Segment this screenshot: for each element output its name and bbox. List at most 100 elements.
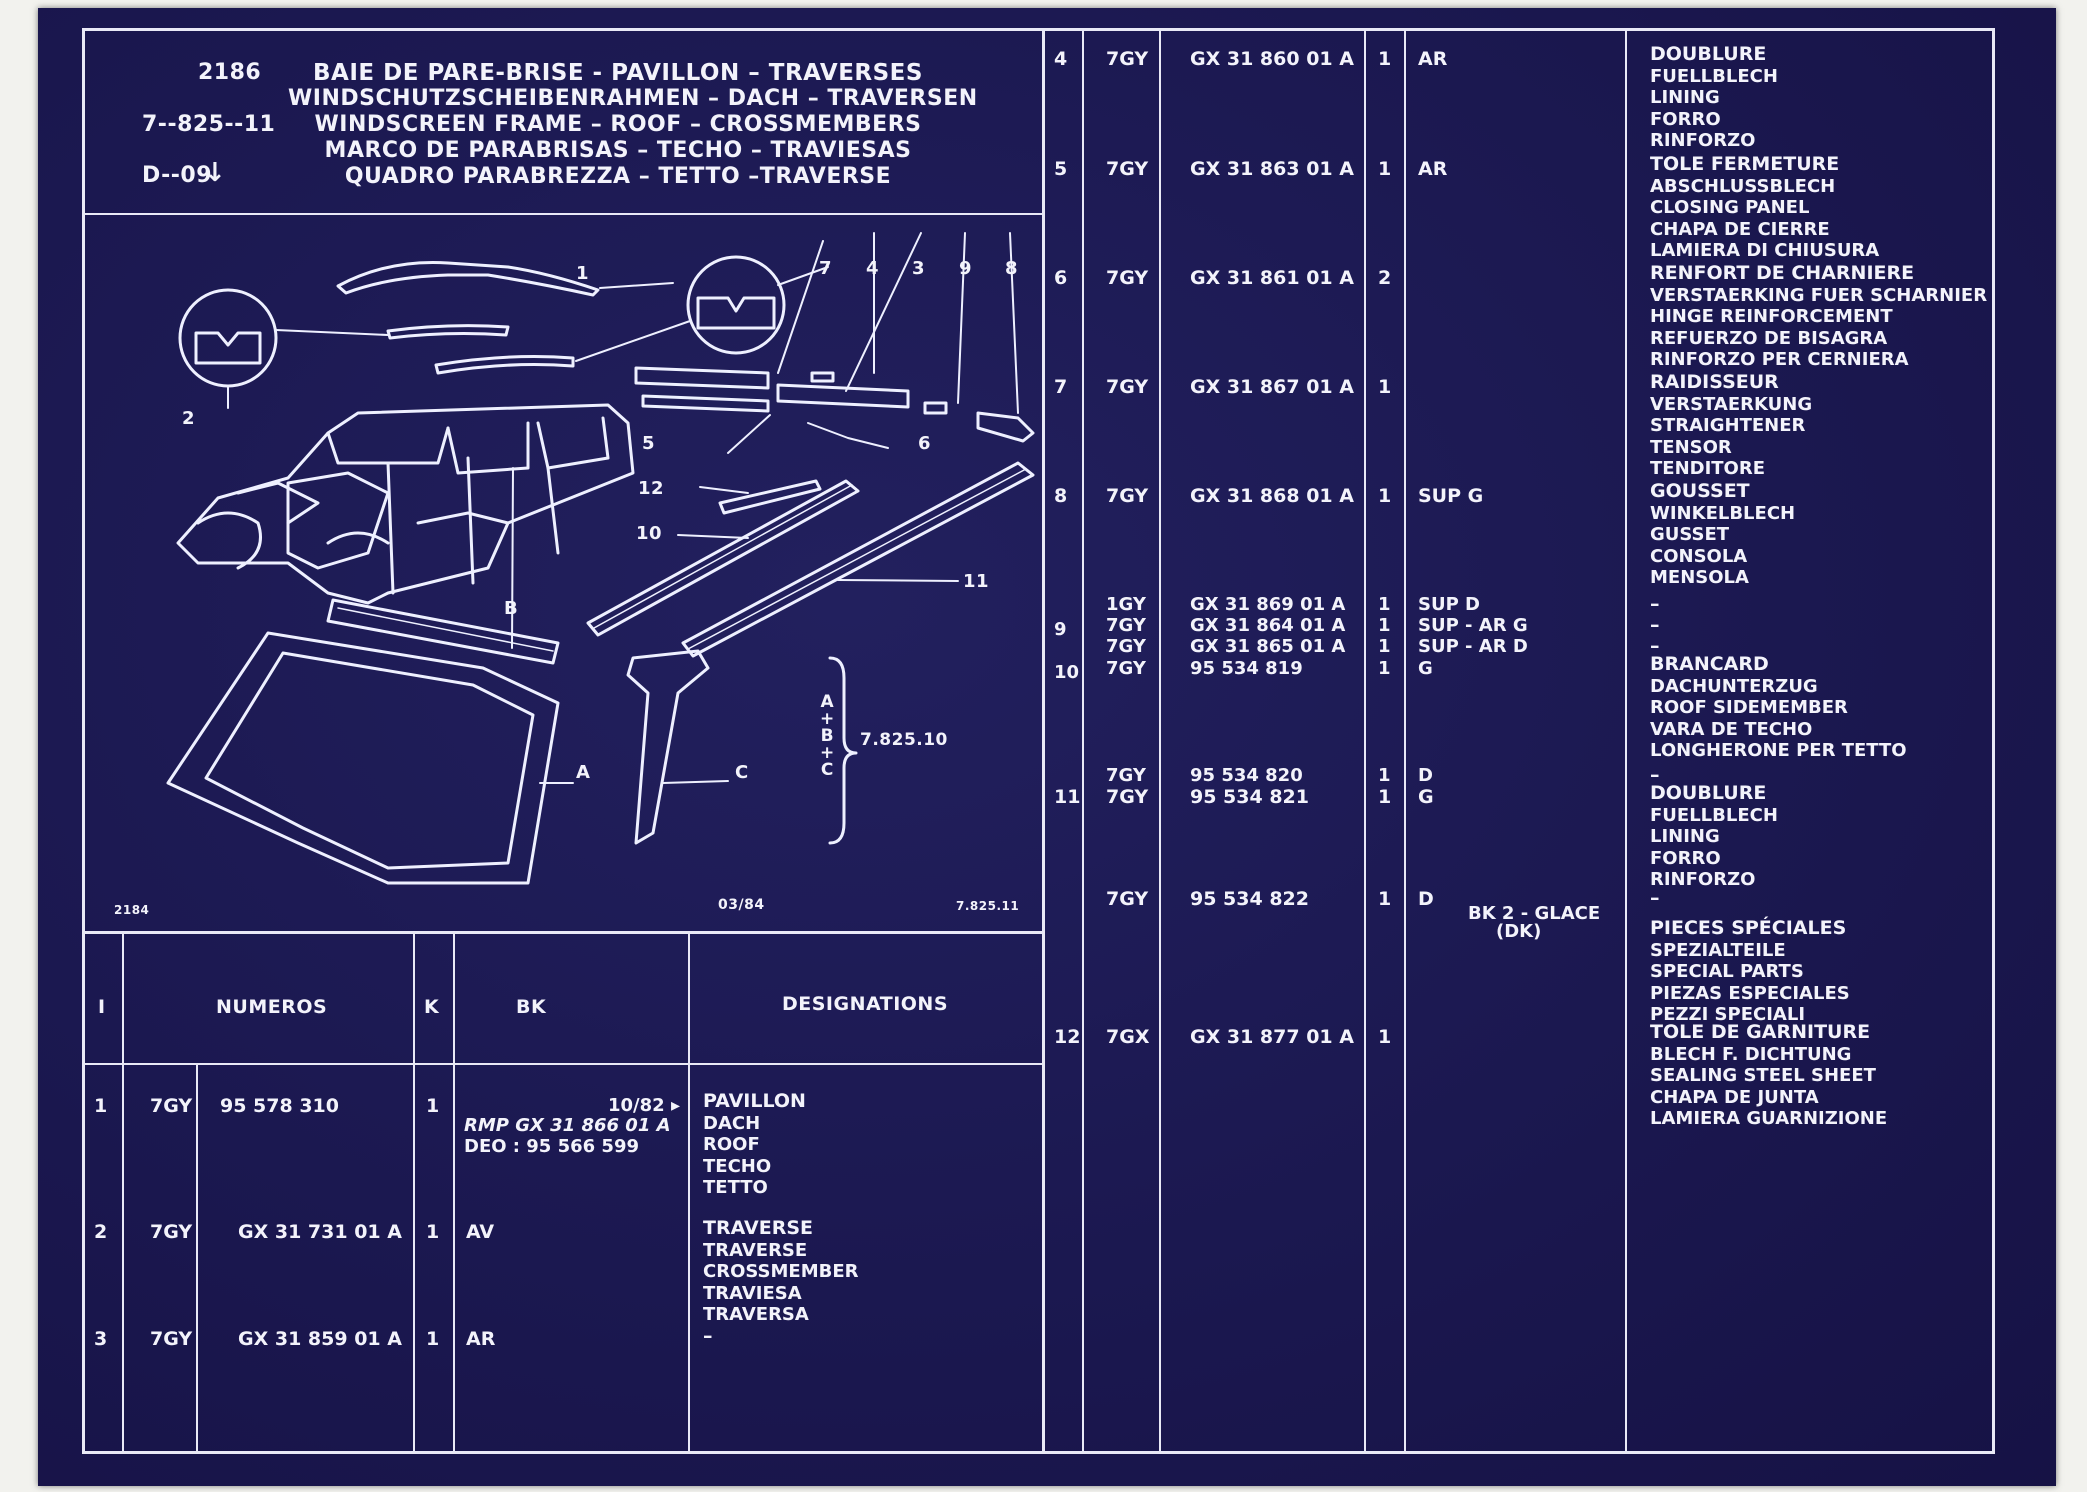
callout-A: A (576, 762, 591, 783)
down-arrow-icon: ↓ (204, 158, 227, 188)
row-bk: SUP - AR D (1418, 636, 1528, 657)
row-index: 8 (1054, 485, 1068, 507)
callout-10: 10 (636, 523, 663, 544)
row-part-number: 95 578 310 (220, 1095, 339, 1117)
row-part-number: GX 31 731 01 A (238, 1221, 402, 1243)
illustration-footer-right: 7.825.11 (956, 899, 1020, 913)
row-qty: 1 (1378, 376, 1392, 398)
row-part-number: GX 31 864 01 A (1190, 615, 1346, 636)
row-bk: BK 2 - GLACE (1468, 903, 1601, 924)
row-index: 12 (1054, 1026, 1081, 1048)
row-code: 7GY (1106, 485, 1149, 507)
row-qty: 1 (1378, 658, 1391, 679)
row-designation: – (1650, 614, 1660, 636)
title-es: MARCO DE PARABRISAS – TECHO – TRAVIESAS (324, 138, 912, 163)
callout-6: 6 (918, 433, 932, 454)
row-qty: 1 (1378, 888, 1392, 910)
microfiche-sheet: 2186 7--825--11 D--09 ↓ BAIE DE PARE-BRI… (38, 8, 2056, 1486)
callout-1: 1 (576, 263, 590, 284)
callout-B: B (504, 598, 519, 619)
callout-11: 11 (963, 571, 990, 592)
callout-C: C (735, 762, 749, 783)
row-part-number: GX 31 863 01 A (1190, 158, 1354, 180)
row-code: 7GY (1106, 636, 1146, 657)
row-qty: 1 (426, 1095, 440, 1117)
colheader-bottom-line (82, 1063, 1044, 1065)
row-code: 7GY (150, 1221, 193, 1243)
row-bk: G (1418, 786, 1434, 808)
row-code: 7GY (150, 1328, 193, 1350)
callout-7: 7 (819, 258, 833, 279)
row-designation: – (1650, 764, 1660, 786)
col-divider-r1 (1082, 28, 1084, 1454)
row-index: 9 (1054, 619, 1067, 640)
row-bk: AR (1418, 48, 1448, 70)
row-deo: DEO : 95 566 599 (464, 1136, 639, 1157)
callout-5: 5 (642, 433, 656, 454)
row-index: 3 (94, 1328, 108, 1350)
row-qty: 2 (1378, 267, 1392, 289)
row-bk: D (1418, 888, 1434, 910)
row-qty: 1 (1378, 48, 1392, 70)
row-code: 1GY (1106, 594, 1146, 615)
title-fr: BAIE DE PARE-BRISE - PAVILLON – TRAVERSE… (313, 60, 923, 86)
callout-12: 12 (638, 478, 665, 499)
row-index: 6 (1054, 267, 1068, 289)
row-index: 1 (94, 1095, 108, 1117)
illustration-footer-left: 2184 (114, 903, 150, 917)
title-de: WINDSCHUTZSCHEIBENRAHMEN – DACH – TRAVER… (288, 86, 978, 111)
row-bk: AR (466, 1328, 496, 1350)
row-designation: – (1650, 593, 1660, 615)
row-part-number: GX 31 877 01 A (1190, 1026, 1354, 1048)
row-qty: 1 (1378, 158, 1392, 180)
row-code: 7GY (1106, 658, 1146, 679)
row-part-number: GX 31 869 01 A (1190, 594, 1346, 615)
page-number: 2186 (198, 60, 262, 85)
col-divider-r3 (1364, 28, 1366, 1454)
row-designation: – (1650, 887, 1660, 909)
row-bk: D (1418, 765, 1433, 786)
row-part-number: GX 31 867 01 A (1190, 376, 1354, 398)
row-qty: 1 (1378, 594, 1391, 615)
row-bk: SUP D (1418, 594, 1480, 615)
col-divider-l2 (196, 1063, 198, 1454)
row-qty: 1 (1378, 485, 1392, 507)
row-code: 7GY (1106, 158, 1149, 180)
bracket-reference: 7.825.10 (860, 730, 948, 750)
row-qty: 1 (1378, 765, 1391, 786)
callout-4: 4 (866, 258, 880, 279)
col-header-bk: BK (516, 996, 547, 1018)
row-index: 2 (94, 1221, 108, 1243)
col-divider-r2 (1159, 28, 1161, 1454)
row-part-number: 95 534 822 (1190, 888, 1309, 910)
row-part-number: GX 31 861 01 A (1190, 267, 1354, 289)
row-code: 7GX (1106, 1026, 1150, 1048)
row-part-number: GX 31 860 01 A (1190, 48, 1354, 70)
row-part-number: GX 31 868 01 A (1190, 485, 1354, 507)
row-qty: 1 (1378, 636, 1391, 657)
callout-2: 2 (182, 408, 196, 429)
row-index: 5 (1054, 158, 1068, 180)
title-it: QUADRO PARABREZZA – TETTO –TRAVERSE (344, 164, 892, 189)
row-qty: 1 (426, 1221, 440, 1243)
date-reference: D--09 (142, 163, 213, 188)
illustration-footer-date: 03/84 (718, 897, 765, 913)
row-index: 11 (1054, 786, 1081, 808)
divider-left-right (1042, 28, 1045, 1454)
row-part-number: 95 534 819 (1190, 658, 1303, 679)
title-en: WINDSCREEN FRAME – ROOF – CROSSMEMBERS (314, 112, 922, 137)
row-qty: 1 (1378, 1026, 1392, 1048)
reference-number: 7--825--11 (142, 112, 276, 137)
row-qty: 1 (426, 1328, 440, 1350)
row-code: 7GY (1106, 765, 1146, 786)
row-part-number: GX 31 865 01 A (1190, 636, 1346, 657)
col-divider-r4 (1404, 28, 1406, 1454)
col-divider-r5 (1625, 28, 1627, 1454)
